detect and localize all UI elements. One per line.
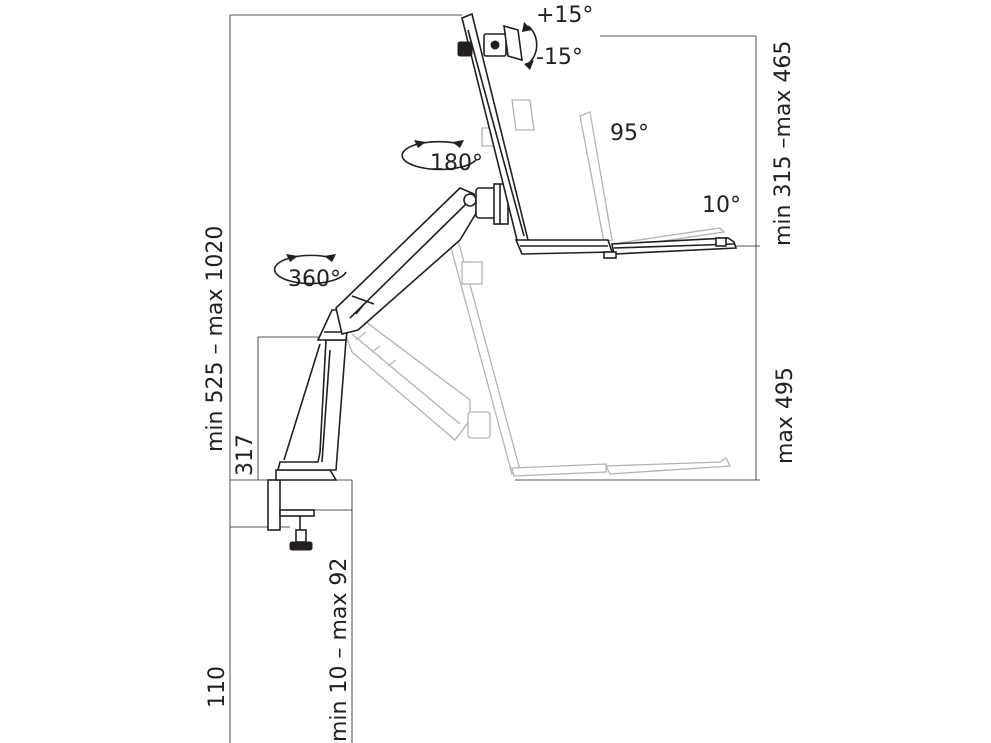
vesa-tilt-head — [457, 24, 523, 62]
base-rotation-icon — [273, 254, 347, 285]
clamp-range-label: min 10 – max 92 — [327, 558, 352, 742]
tilt-up-label: +15° — [536, 3, 593, 28]
dimension-lines — [229, 14, 760, 743]
tray-tilt-min-label: 10° — [702, 193, 741, 218]
tray-height-label: max 495 — [773, 367, 798, 464]
monitor-rotation-label: 180° — [430, 151, 483, 176]
tray-tilt-max-label: 95° — [610, 121, 649, 146]
base-rotation-label: 360° — [288, 267, 341, 292]
tilt-arc-icon — [522, 22, 538, 70]
rotation-indicators — [273, 22, 538, 285]
monitor-height-range-label: min 315 –max 465 — [771, 41, 796, 246]
monitor-arm — [267, 12, 738, 551]
ghost-lowered-arm — [339, 99, 732, 477]
clamp-depth-label: 110 — [205, 666, 230, 708]
overall-height-label: min 525 – max 1020 — [203, 226, 228, 452]
dimension-labels: min 525 – max 1020 317 min 10 – max 92 1… — [203, 41, 798, 742]
arm-base-column — [276, 309, 351, 471]
angle-labels: +15° -15° 180° 360° 95° 10° — [288, 3, 741, 292]
arm-upper-segment — [335, 187, 479, 335]
tilt-down-label: -15° — [536, 45, 583, 70]
base-height-label: 317 — [233, 434, 258, 476]
arm-head-joint — [475, 183, 509, 225]
monitor-rotation-icon — [401, 140, 477, 171]
laptop-tray — [514, 237, 738, 259]
